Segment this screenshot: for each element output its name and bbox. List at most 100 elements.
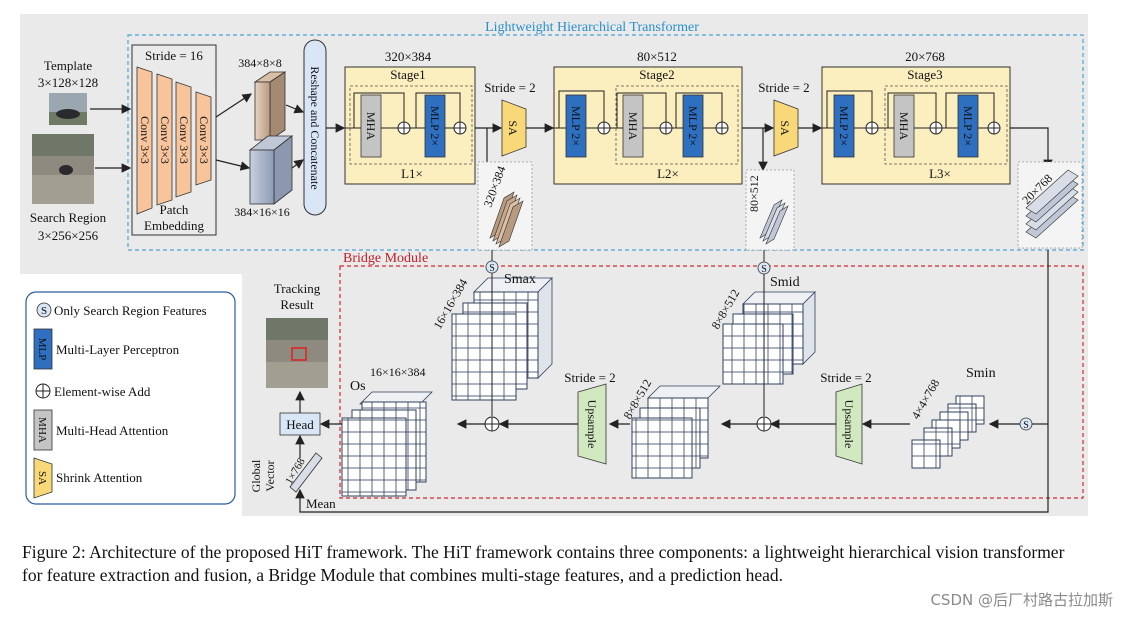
legend-mha-icon-text: MHA	[36, 417, 48, 443]
sa1-block	[501, 99, 527, 157]
template-image	[49, 93, 87, 125]
s-marker-min-text: S	[1023, 420, 1029, 431]
upsample2-label: Upsample	[842, 400, 856, 449]
legend-mlp-icon-text: MLP	[36, 338, 48, 361]
architecture-diagram: Lightweight Hierarchical Transformer Bri…	[20, 14, 1088, 516]
upsampled-feature-cube	[631, 385, 721, 479]
stage1-mha-label: MHA	[364, 112, 378, 140]
stage3-size: 20×768	[905, 49, 945, 64]
sa2-stride: Stride = 2	[758, 80, 809, 95]
watermark: CSDN @后厂村路古拉加斯	[930, 591, 1113, 609]
search-region-size: 3×256×256	[38, 228, 99, 243]
s-marker-mid-text: S	[761, 264, 767, 275]
legend-sa-icon	[33, 457, 53, 499]
bridge-title: Bridge Module	[343, 251, 428, 266]
legend-mha-icon	[33, 409, 53, 451]
conv-label-4: Conv 3×3	[197, 116, 211, 164]
stage1-mha-block	[360, 94, 382, 158]
stage3-mlp-label-2: MLP 2×	[961, 106, 975, 146]
conv-label-2: Conv 3×3	[158, 116, 172, 164]
figure-caption: Figure 2: Architecture of the proposed H…	[22, 542, 1065, 585]
head-label: Head	[286, 417, 314, 432]
stage2-size: 80×512	[637, 49, 677, 64]
patch-embedding-label-1: Patch	[160, 202, 189, 217]
stage2-mlp-block-1	[565, 94, 587, 158]
smax-feature-cube	[451, 277, 553, 401]
stage3-mlp-block-1	[833, 94, 855, 158]
global-vector-label-2: Vector	[263, 460, 277, 491]
legend-sa-icon-text: SA	[36, 471, 48, 485]
stage2-mlp-block-2	[682, 94, 704, 158]
legend-item-s: S Only Search Region Features	[36, 302, 207, 318]
stage2-mlp-label-2: MLP 2×	[686, 106, 700, 146]
legend-s-icon-text: S	[41, 305, 47, 317]
smid-label: Smid	[770, 275, 800, 290]
template-size: 3×128×128	[38, 75, 98, 90]
legend-item-sa: SA Shrink Attention	[33, 457, 143, 499]
os-size: 16×16×384	[370, 365, 426, 379]
stage2-mha-label: MHA	[626, 112, 640, 140]
conv-layer-4	[195, 91, 212, 186]
upsample1-block	[577, 383, 607, 465]
legend-mlp-text: Multi-Layer Perceptron	[56, 342, 180, 357]
conv-label-3: Conv 3×3	[177, 116, 191, 164]
legend-mlp-icon	[33, 328, 53, 370]
upsample2-stride: Stride = 2	[820, 370, 871, 385]
mean-label: Mean	[306, 496, 336, 511]
sa2-label: SA	[778, 120, 792, 136]
template-tokens-size: 384×8×8	[238, 56, 282, 70]
reshape-label: Reshape and Concatenate	[308, 66, 322, 189]
global-vector-block	[289, 452, 323, 493]
search-region-image	[32, 134, 94, 204]
legend-box	[25, 291, 236, 505]
stage3-token-stack	[1025, 169, 1079, 239]
smax-label: Smax	[504, 272, 536, 287]
stage1-size: 320×384	[385, 49, 432, 64]
os-label: Os	[350, 379, 366, 394]
tracking-result-label-1: Tracking	[274, 281, 321, 296]
smin-label: Smin	[966, 366, 996, 381]
patch-embedding-label-2: Embedding	[144, 218, 204, 233]
search-region-label: Search Region	[30, 210, 107, 225]
template-label: Template	[44, 58, 92, 73]
stage1-mlp-label: MLP 2×	[428, 106, 442, 146]
hierarchical-transformer-box	[127, 34, 1084, 251]
search-tokens-size: 384×16×16	[234, 205, 290, 219]
search-token-block	[249, 149, 275, 205]
tracking-result-image	[266, 318, 328, 388]
conv-layer-3	[175, 81, 192, 198]
sa1-stride: Stride = 2	[484, 80, 535, 95]
stage3-mlp-label-1: MLP 2×	[837, 106, 851, 146]
legend-sa-text: Shrink Attention	[56, 470, 143, 485]
tracking-result-label-2: Result	[280, 297, 314, 312]
stage1-name: Stage1	[390, 67, 425, 82]
legend-item-add: Element-wise Add	[35, 383, 151, 399]
sa1-label: SA	[506, 120, 520, 136]
conv-label-1: Conv 3×3	[138, 116, 152, 164]
conv-layer-2	[156, 73, 173, 206]
stage2-token-stack	[759, 199, 789, 245]
stage3-mha-label: MHA	[897, 112, 911, 140]
stage1-token-stack	[489, 191, 524, 248]
legend-add-text: Element-wise Add	[54, 384, 151, 399]
s-marker-max-text: S	[489, 263, 495, 274]
stage3-name: Stage3	[907, 67, 942, 82]
smin-feature-cube	[911, 395, 985, 469]
stage1-mlp-block	[424, 94, 446, 158]
stage3-repeat: L3×	[929, 166, 951, 181]
stage2-repeat: L2×	[657, 166, 679, 181]
template-token-block	[254, 81, 271, 141]
stage3-mlp-block-2	[957, 94, 979, 158]
patch-embedding-box	[131, 44, 217, 236]
legend-s-text: Only Search Region Features	[54, 303, 207, 318]
stage3-mha-block	[893, 94, 915, 158]
patch-stride: Stride = 16	[145, 48, 203, 63]
smid-feature-cube	[722, 291, 816, 385]
legend-item-mha: MHA Multi-Head Attention	[33, 409, 169, 451]
sa2-block	[773, 99, 799, 157]
global-vector-label-1: Global	[249, 459, 263, 492]
conv-layer-1	[136, 66, 153, 215]
hierarchical-title: Lightweight Hierarchical Transformer	[485, 20, 699, 35]
upsample1-label: Upsample	[585, 400, 599, 449]
os-feature-cube	[341, 391, 433, 497]
